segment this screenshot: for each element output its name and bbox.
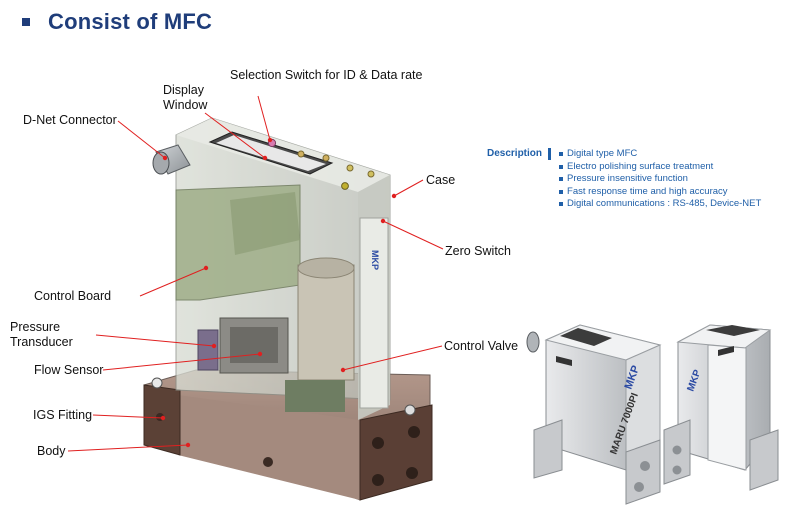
description-list: Digital type MFC Electro polishing surfa… — [559, 148, 761, 211]
label-display-window-line2: Window — [163, 98, 208, 112]
product-back-label-panel — [707, 344, 747, 471]
arrow-right-icon — [556, 356, 572, 366]
side-brand-logo: MKP — [370, 250, 380, 270]
product-back-display — [706, 325, 760, 336]
bolt-hole-icon — [406, 467, 418, 479]
label-igs-fitting: IGS Fitting — [33, 408, 93, 422]
bolt-hole-icon — [672, 445, 682, 455]
bolt-hole-icon — [640, 461, 650, 471]
description-item: Pressure insensitive function — [559, 173, 761, 186]
label-zero-switch: Zero Switch — [445, 244, 511, 258]
bolt-hole-icon — [634, 482, 644, 492]
product-front-display — [560, 328, 612, 346]
bolt-hole-icon — [672, 465, 682, 475]
label-body: Body — [37, 444, 66, 458]
selection-switch-icon — [297, 150, 305, 158]
label-pressure-line2: Transducer — [10, 335, 73, 349]
leader-line-dnet — [117, 120, 166, 159]
page-title-row: Consist of MFC — [22, 6, 212, 38]
description-item: Electro polishing surface treatment — [559, 161, 761, 174]
leader-line-control-board — [139, 267, 207, 297]
description-title: Description — [487, 148, 543, 159]
product-back-fitting-right — [749, 429, 779, 491]
label-control-board: Control Board — [34, 289, 112, 303]
selection-switch-icon — [367, 170, 375, 178]
case-side-panel — [359, 217, 389, 409]
leader-line-control-valve — [342, 345, 443, 371]
description-item: Fast response time and high accuracy — [559, 186, 761, 199]
label-pressure-line1: Pressure — [10, 320, 61, 334]
leader-line-zero-switch — [382, 220, 444, 250]
leader-lines — [67, 95, 444, 452]
label-case: Case — [426, 173, 456, 187]
leader-line-flow-sensor — [102, 353, 261, 371]
description-item: Digital communications : RS-485, Device-… — [559, 198, 761, 211]
display-window-glass — [216, 135, 326, 171]
leader-line-case — [393, 179, 424, 197]
label-selection-switch: Selection Switch for ID & Data rate — [230, 68, 423, 82]
selection-switch-icon — [346, 164, 354, 172]
label-control-valve: Control Valve — [444, 339, 519, 353]
body-front-face — [178, 395, 360, 500]
control-board-component — [230, 192, 300, 255]
description-block: Description Digital type MFC Electro pol… — [487, 148, 761, 211]
page-title: Consist of MFC — [48, 9, 213, 34]
label-display-window-line1: Display — [163, 83, 204, 97]
leader-dots — [160, 137, 397, 448]
bolt-hole-icon — [408, 426, 420, 438]
bolt-hole-icon — [151, 377, 163, 389]
title-bullet-icon — [22, 18, 30, 26]
description-item: Digital type MFC — [559, 148, 761, 161]
leader-line-pressure-transducer — [95, 334, 215, 347]
product-view-back: MKP — [663, 324, 779, 491]
selection-switch-icon — [322, 154, 330, 162]
leader-line-selection-switch — [257, 95, 271, 141]
leader-line-display-window — [204, 112, 266, 159]
description-divider — [548, 148, 552, 160]
arrow-left-icon — [718, 346, 734, 356]
product-front-fitting-left — [533, 419, 563, 479]
leader-line-igs-fitting — [92, 414, 164, 419]
control-valve-top — [297, 257, 355, 279]
product-view-front: MKP MARU 7000PI — [526, 324, 662, 505]
product-front-connector — [526, 331, 540, 353]
label-flow-sensor: Flow Sensor — [34, 363, 104, 377]
leader-line-body — [67, 444, 189, 452]
selection-switch-icon — [341, 182, 349, 190]
bolt-hole-icon — [372, 437, 384, 449]
control-valve — [297, 264, 355, 381]
flow-sensor-core — [230, 327, 278, 363]
bolt-hole-icon — [404, 404, 416, 416]
bolt-hole-icon — [263, 457, 273, 467]
label-dnet-connector: D-Net Connector — [23, 113, 117, 127]
pressure-transducer — [197, 329, 219, 371]
control-valve-base — [285, 380, 345, 412]
main-mfc-illustration: MKP — [143, 117, 433, 501]
bolt-hole-icon — [372, 474, 384, 486]
igs-fitting-right — [359, 404, 433, 501]
